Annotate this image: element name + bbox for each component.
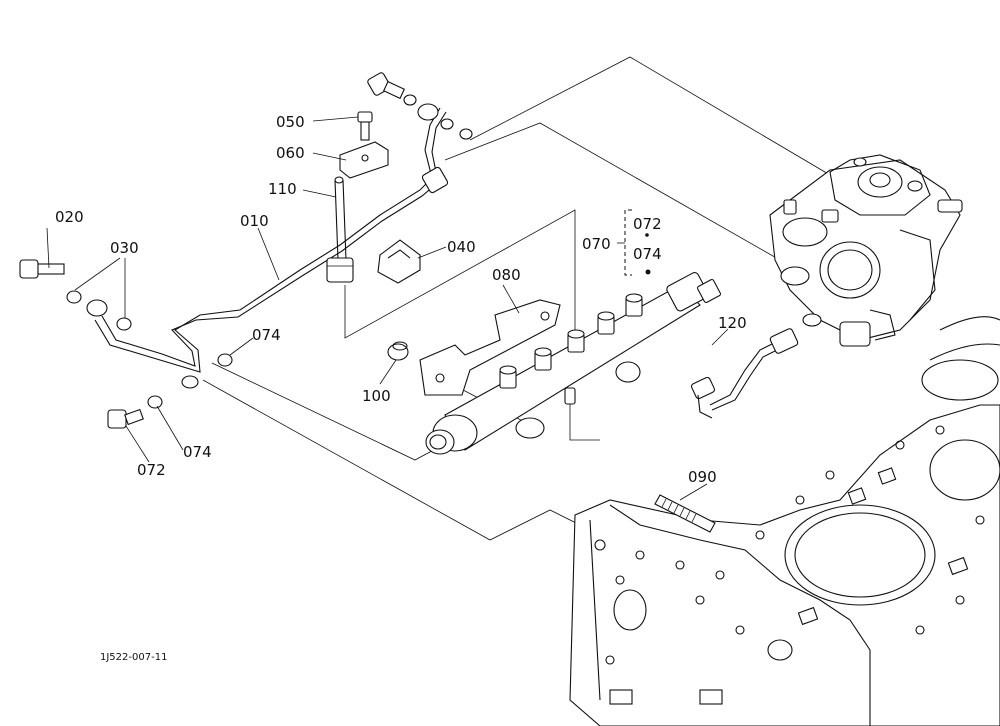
callout-120: 120 (718, 314, 747, 332)
bolt-072-left (107, 408, 144, 429)
clamp-040 (377, 239, 421, 284)
callout-072-top: 072 (633, 215, 662, 233)
washers-030 (66, 290, 132, 331)
bracket-080 (419, 299, 561, 396)
pipe-010 (94, 107, 449, 373)
callout-050: 050 (276, 113, 305, 131)
callout-020: 020 (55, 208, 84, 226)
callout-072-bottom: 072 (137, 461, 166, 479)
callout-090: 090 (688, 468, 717, 486)
grommet-100 (387, 341, 409, 361)
engine-block (569, 316, 1000, 726)
callout-labels: 050 060 110 010 020 030 040 072 070 074 … (55, 113, 747, 486)
callout-010: 010 (240, 212, 269, 230)
callout-074-top: 074 (633, 245, 662, 263)
stud-090 (654, 494, 716, 533)
common-rail (425, 272, 722, 455)
callout-030: 030 (110, 239, 139, 257)
fuel-injection-pump (769, 154, 963, 347)
guide-lines (202, 56, 831, 561)
bolt-050 (357, 111, 373, 141)
banjo-bolt-top (367, 72, 473, 140)
callout-080: 080 (492, 266, 521, 284)
callout-070: 070 (582, 235, 611, 253)
callout-060: 060 (276, 144, 305, 162)
callout-074-bottom: 074 (183, 443, 212, 461)
group-070-bracket (617, 209, 651, 276)
clamp-060 (339, 141, 389, 179)
callout-100: 100 (362, 387, 391, 405)
callout-074-mid: 074 (252, 326, 281, 344)
pipe-120 (690, 328, 799, 419)
callout-040: 040 (447, 238, 476, 256)
pipe-110 (326, 176, 354, 283)
bolt-020 (19, 259, 65, 279)
callout-110: 110 (268, 180, 297, 198)
leader-lines (46, 116, 729, 501)
diagram-reference-code: 1J522-007-11 (100, 652, 167, 663)
washer-074-left (147, 353, 233, 409)
